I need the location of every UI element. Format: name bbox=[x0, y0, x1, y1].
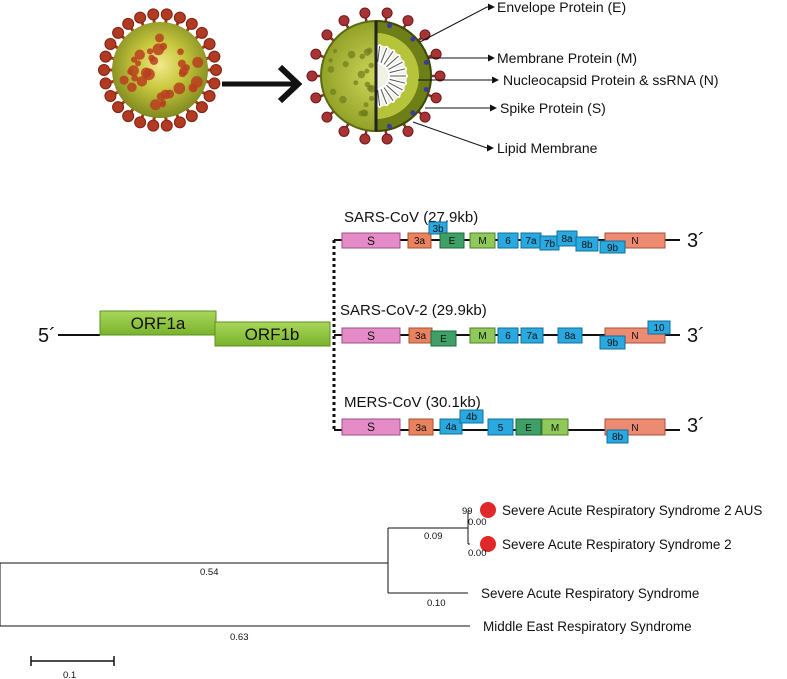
mers-gene-3a: 3a bbox=[415, 423, 427, 434]
sars2-gene-10: 10 bbox=[653, 323, 665, 334]
sars-three-prime: 3´ bbox=[687, 230, 705, 252]
sars-cov-title: SARS-CoV (27.9kb) bbox=[344, 209, 478, 226]
sars-gene-3b: 3b bbox=[432, 224, 444, 235]
sars-cov-2-genome: SARS-CoV-2 (29.9kb) S 3a E M 6 7a 8a N 1… bbox=[334, 302, 705, 350]
mers-gene-n: N bbox=[631, 423, 638, 434]
sars-cov-2-title: SARS-CoV-2 (29.9kb) bbox=[340, 302, 487, 319]
taxon-mers: Middle East Respiratory Syndrome bbox=[483, 619, 692, 634]
virion-callouts: Envelope Protein (E) Membrane Protein (M… bbox=[412, 0, 719, 156]
sars-gene-3a: 3a bbox=[414, 236, 426, 247]
sars2-gene-m: M bbox=[478, 331, 486, 342]
virion-spikes bbox=[306, 7, 446, 145]
sars2-gene-n: N bbox=[631, 331, 638, 342]
arrow-right-icon bbox=[222, 64, 303, 104]
sars-gene-6: 6 bbox=[505, 236, 511, 247]
taxon-sars: Severe Acute Respiratory Syndrome bbox=[481, 586, 699, 601]
orf1b-box bbox=[214, 321, 331, 347]
virion-surface-dots bbox=[327, 47, 376, 117]
mers-gene-e: E bbox=[525, 423, 532, 434]
sars-gene-n: N bbox=[631, 236, 638, 247]
mers-cov-genome: MERS-CoV (30.1kb) S 3a 4a 4b 5 E M N 8b … bbox=[334, 394, 705, 444]
mers-three-prime: 3´ bbox=[687, 415, 705, 437]
callout-envelope: Envelope Protein (E) bbox=[497, 0, 626, 15]
mers-gene-4b: 4b bbox=[466, 412, 478, 423]
mers-cov-title: MERS-CoV (30.1kb) bbox=[344, 394, 481, 411]
scale-bar-label: 0.1 bbox=[63, 670, 76, 679]
callout-lipid: Lipid Membrane bbox=[497, 140, 598, 156]
taxon-sars2-aus: Severe Acute Respiratory Syndrome 2 AUS bbox=[502, 503, 762, 518]
sars-gene-m: M bbox=[478, 236, 486, 247]
bootstrap-value: 99 bbox=[462, 506, 473, 517]
genome-diagram: 5´ ORF1a ORF1b SARS-CoV (27.9kb) S 3a 3b… bbox=[38, 209, 705, 444]
callout-membrane: Membrane Protein (M) bbox=[497, 50, 637, 66]
mers-gene-5: 5 bbox=[498, 423, 504, 434]
mers-gene-m: M bbox=[551, 423, 559, 434]
virus-surface-spots bbox=[119, 33, 204, 111]
sars2-gene-8a: 8a bbox=[564, 331, 576, 342]
branch-length-sars: 0.10 bbox=[427, 598, 446, 609]
sars-gene-7b: 7b bbox=[544, 239, 556, 250]
sars2-three-prime: 3´ bbox=[687, 325, 705, 347]
sars-gene-8a: 8a bbox=[561, 234, 573, 245]
scale-bar: 0.1 bbox=[30, 656, 115, 679]
sars2-gene-3a: 3a bbox=[415, 331, 427, 342]
sars2-gene-s: S bbox=[367, 329, 375, 343]
sars-gene-7a: 7a bbox=[525, 236, 537, 247]
sars2-marker bbox=[480, 536, 496, 552]
sars2-gene-6: 6 bbox=[505, 331, 511, 342]
phylogenetic-tree: Severe Acute Respiratory Syndrome 2 AUS … bbox=[0, 502, 762, 679]
branch-length-root-sars-clade: 0.54 bbox=[200, 567, 219, 578]
five-prime-label: 5´ bbox=[38, 325, 56, 347]
mers-gene-4a: 4a bbox=[445, 422, 457, 433]
branch-length-mers: 0.63 bbox=[230, 632, 249, 643]
branch-length-sars2-aus: 0.00 bbox=[468, 517, 487, 528]
sars-gene-8b: 8b bbox=[581, 240, 593, 251]
branch-length-sars2-clade: 0.09 bbox=[424, 531, 443, 542]
sars-cov-genome: SARS-CoV (27.9kb) S 3a 3b E M 6 7a 7b 8a… bbox=[334, 209, 705, 254]
sars2-gene-e: E bbox=[440, 334, 447, 345]
callout-spike: Spike Protein (S) bbox=[500, 100, 606, 116]
virus-photo-illustration bbox=[98, 8, 222, 132]
sars2-gene-9b: 9b bbox=[607, 338, 619, 349]
sars-gene-9b: 9b bbox=[607, 243, 619, 254]
branch-length-sars2: 0.00 bbox=[468, 548, 487, 559]
virus-cross-section-illustration bbox=[306, 7, 446, 145]
mers-gene-s: S bbox=[367, 420, 375, 434]
orf1a-box bbox=[99, 310, 217, 336]
sars2-aus-marker bbox=[480, 502, 496, 518]
sars2-gene-7a: 7a bbox=[526, 331, 538, 342]
sars-gene-s: S bbox=[367, 234, 375, 248]
sars-gene-e: E bbox=[449, 236, 456, 247]
orf1b-label: ORF1b bbox=[245, 325, 300, 344]
callout-nucleocapsid: Nucleocapsid Protein & ssRNA (N) bbox=[503, 72, 719, 88]
taxon-sars2: Severe Acute Respiratory Syndrome 2 bbox=[502, 537, 732, 552]
nucleocapsid-ribbons bbox=[375, 23, 429, 129]
orf1a-label: ORF1a bbox=[131, 314, 186, 333]
mers-gene-8b: 8b bbox=[612, 432, 624, 443]
